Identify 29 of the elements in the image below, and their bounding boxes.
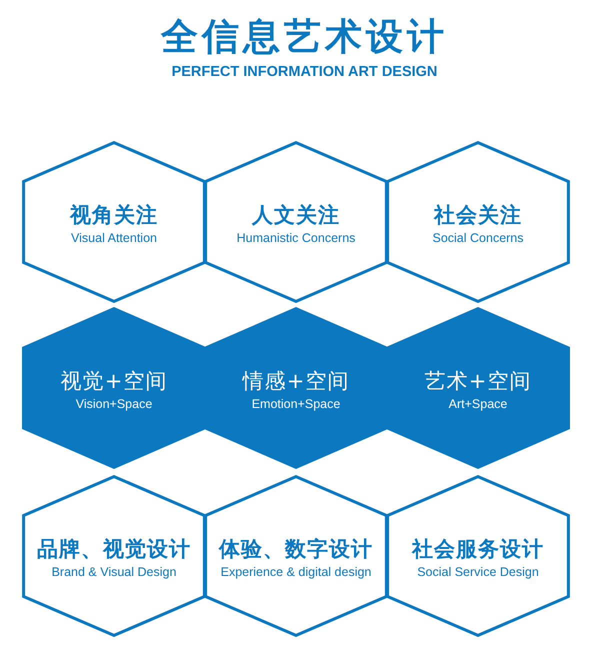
- hexagon-subtitle: Social Service Design: [417, 564, 539, 580]
- hexagon-title: 情感+空间: [242, 368, 350, 394]
- hexagon-title: 体验、数字设计: [219, 536, 373, 562]
- hexagon-subtitle: Brand & Visual Design: [52, 564, 176, 580]
- hexagon-title: 社会关注: [434, 202, 522, 228]
- hexagon: [204, 141, 388, 303]
- hexagon-title: 视觉+空间: [60, 368, 168, 394]
- hexagon-title: 人文关注: [252, 202, 340, 228]
- hexagon-subtitle: Vision+Space: [76, 396, 152, 412]
- hexagon: [386, 141, 570, 303]
- hexagon-title: 品牌、视觉设计: [37, 536, 191, 562]
- hexagon: [386, 475, 570, 637]
- subtitle-text: PERFECT INFORMATION ART DESIGN: [172, 63, 438, 81]
- hexagon: [22, 475, 206, 637]
- hexagon: [22, 307, 206, 469]
- hexagon: [386, 307, 570, 469]
- hexagon-title: 视角关注: [70, 202, 158, 228]
- hexagon-subtitle: Art+Space: [448, 396, 508, 412]
- hexagon-title: 艺术+空间: [424, 368, 532, 394]
- hexagon: [204, 475, 388, 637]
- hexagon-subtitle: Humanistic Concerns: [236, 230, 356, 246]
- hexagon-title: 社会服务设计: [412, 536, 544, 562]
- hexagon-subtitle: Social Concerns: [432, 230, 524, 246]
- hexagon-subtitle: Emotion+Space: [252, 396, 340, 412]
- hexagon: [22, 141, 206, 303]
- hexagon-subtitle: Experience & digital design: [220, 564, 372, 580]
- hexagon: [204, 307, 388, 469]
- hexagon-subtitle: Visual Attention: [71, 230, 157, 246]
- title-text: 全信息艺术设计: [161, 14, 448, 60]
